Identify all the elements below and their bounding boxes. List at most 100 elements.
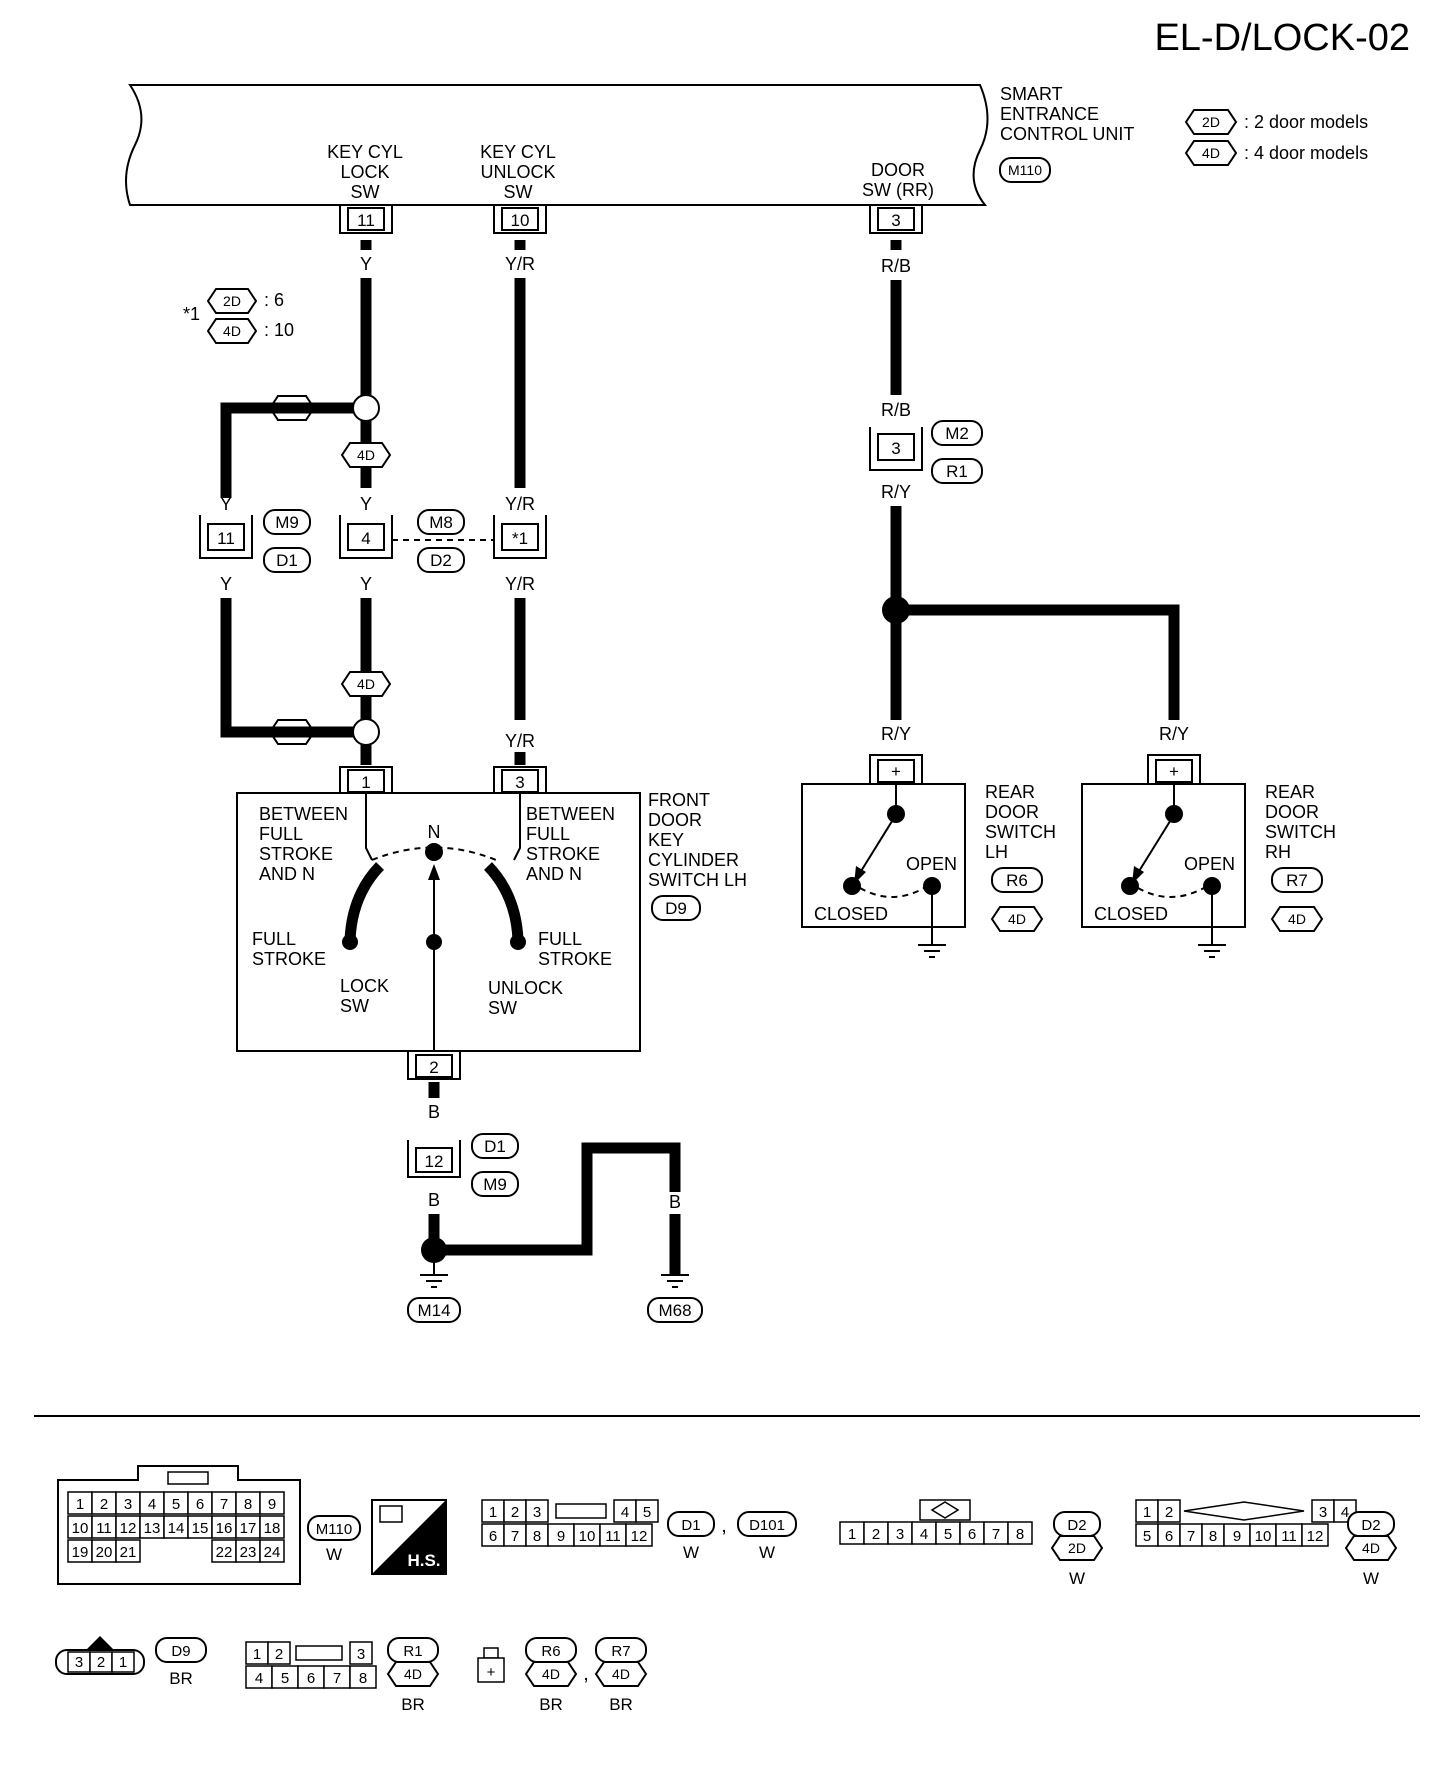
m110-r2-18-cell [259,1515,285,1539]
d2-4d-r2-8-num: 8 [1209,1528,1217,1545]
wire-b-label-2: B [428,1190,440,1210]
conn-star1-frame [493,515,547,559]
r7-color: BR [609,1695,633,1714]
footnote-4d-value: : 10 [264,320,294,340]
r6-name-3: SWITCH [985,822,1056,842]
d101-code: D101 [749,1517,785,1534]
ground-m14-badge [407,1297,461,1323]
m110-r1-6-num: 6 [196,1496,204,1513]
control-unit-terminals: 11 10 3 [339,205,923,234]
d2-4d-r2-10-num: 10 [1255,1528,1272,1545]
footnote-mark: *1 [183,304,200,324]
d1-r2-9-num: 9 [557,1528,565,1545]
wire-b-label-1: B [428,1102,440,1122]
legend-2d-tag [1184,109,1238,135]
control-unit-connector-badge [999,157,1051,183]
r1-variant-tag-text: 4D [404,1666,422,1682]
m110-r2-11-num: 11 [96,1520,112,1537]
m110-latch [167,1471,209,1485]
r1-variant-tag [386,1661,440,1687]
m110-badge [307,1515,361,1541]
m110-r1-7-num: 7 [220,1496,228,1513]
wire-y-label-left-upper: Y [220,494,232,514]
m110-r3-24-num: 24 [264,1544,281,1561]
d101-badge [737,1511,797,1537]
r6-pin: + [891,762,901,781]
term-3-frame [869,205,923,234]
d1-r2-11-num: 11 [605,1528,621,1545]
r1-r2-8-cell [349,1665,377,1689]
splice-open-lower [352,718,380,746]
conn-m2-pin: 3 [891,439,900,458]
r1-r1-1-num: 1 [253,1646,261,1663]
wire-y-label-left-lower: Y [220,574,232,594]
r7-variant: 4D [1288,911,1306,927]
between-right-2: FULL [526,824,570,844]
r1-r2-7-num: 7 [333,1670,341,1687]
tag-4d-mid-lower-text: 4D [357,676,375,692]
tag-2d-upper-text: 2D [283,400,301,416]
wire-ry-label-1: R/Y [881,482,911,502]
conn-12-frame [407,1140,461,1178]
between-left-4: AND N [259,864,315,884]
m110-r3-19-num: 19 [72,1544,89,1561]
ground-m9-badge [471,1171,519,1197]
d9-pin3: 3 [515,773,524,792]
terminal-10-name-1: KEY CYL [480,142,556,162]
ground-m14-code: M14 [417,1301,450,1320]
d1-r2-10-num: 10 [579,1528,596,1545]
r1-r2-8-num: 8 [359,1670,367,1687]
r6-dashed-arc [859,887,925,898]
between-right-3: STROKE [526,844,600,864]
key-switch-name-2: DOOR [648,810,702,830]
term-3-pin: 3 [891,211,900,230]
d2-4d-r2-9-num: 9 [1233,1528,1241,1545]
m110-r3-24-cell [259,1539,285,1563]
n-dashed-arc [371,846,497,861]
between-left-2: FULL [259,824,303,844]
d1-r1-2-num: 2 [511,1504,519,1521]
full-stroke-left-1: FULL [252,929,296,949]
door-sw-rr-circuit: R/B R/B 3 M2 R1 R/Y R/Y R/Y [869,240,1189,744]
r6-box [801,783,966,928]
control-unit-name-3: CONTROL UNIT [1000,124,1134,144]
ground-m68-badge [647,1297,703,1323]
r6r7-latch [483,1647,499,1659]
unlock-sw-label-1: UNLOCK [488,978,563,998]
r7-pin-frame [1147,754,1201,784]
d2-4d-r1-4-num: 4 [1341,1504,1349,1521]
d101-color: W [759,1543,775,1562]
d9-pin2-box [415,1054,453,1078]
d9-1-cell [111,1651,135,1673]
term-11-frame [339,205,393,234]
r1-color: BR [401,1695,425,1714]
wire-ry-label-lh: R/Y [881,724,911,744]
common-contact-dot [426,934,442,950]
legend-4d-text: : 4 door models [1244,143,1368,163]
r6-variant: 4D [1008,911,1026,927]
tag-2d-lower-text: 2D [283,724,301,740]
d2-4d-r1-1-num: 1 [1143,1504,1151,1521]
term-10-frame [493,205,547,234]
footnote-2d-tag-text: 2D [223,293,241,309]
m110-r3-23-num: 23 [240,1544,257,1561]
d1-r2-7-num: 7 [511,1528,519,1545]
legend-4d-tag-text: 4D [1202,145,1220,161]
footnote: *1 2D : 6 4D : 10 [183,288,294,344]
r7-dashed-arc [1137,887,1205,898]
m110-r2-18-num: 18 [264,1520,281,1537]
r6-common-contact [887,805,905,823]
m110-r1-3-num: 3 [124,1496,132,1513]
d9-3-num: 3 [75,1654,83,1671]
d2-2d-1-num: 1 [848,1526,856,1543]
m110-r2-12-num: 12 [120,1520,137,1537]
unlock-full-stroke-contact [510,934,526,950]
r7-name-1: REAR [1265,782,1315,802]
d2-4d-r2-5-num: 5 [1143,1528,1151,1545]
r1-r1-3-num: 3 [357,1646,365,1663]
conn-m2-badge [931,420,983,446]
between-right-4: AND N [526,864,582,884]
d9-color: BR [169,1669,193,1688]
conn-m8-badge [417,509,465,535]
